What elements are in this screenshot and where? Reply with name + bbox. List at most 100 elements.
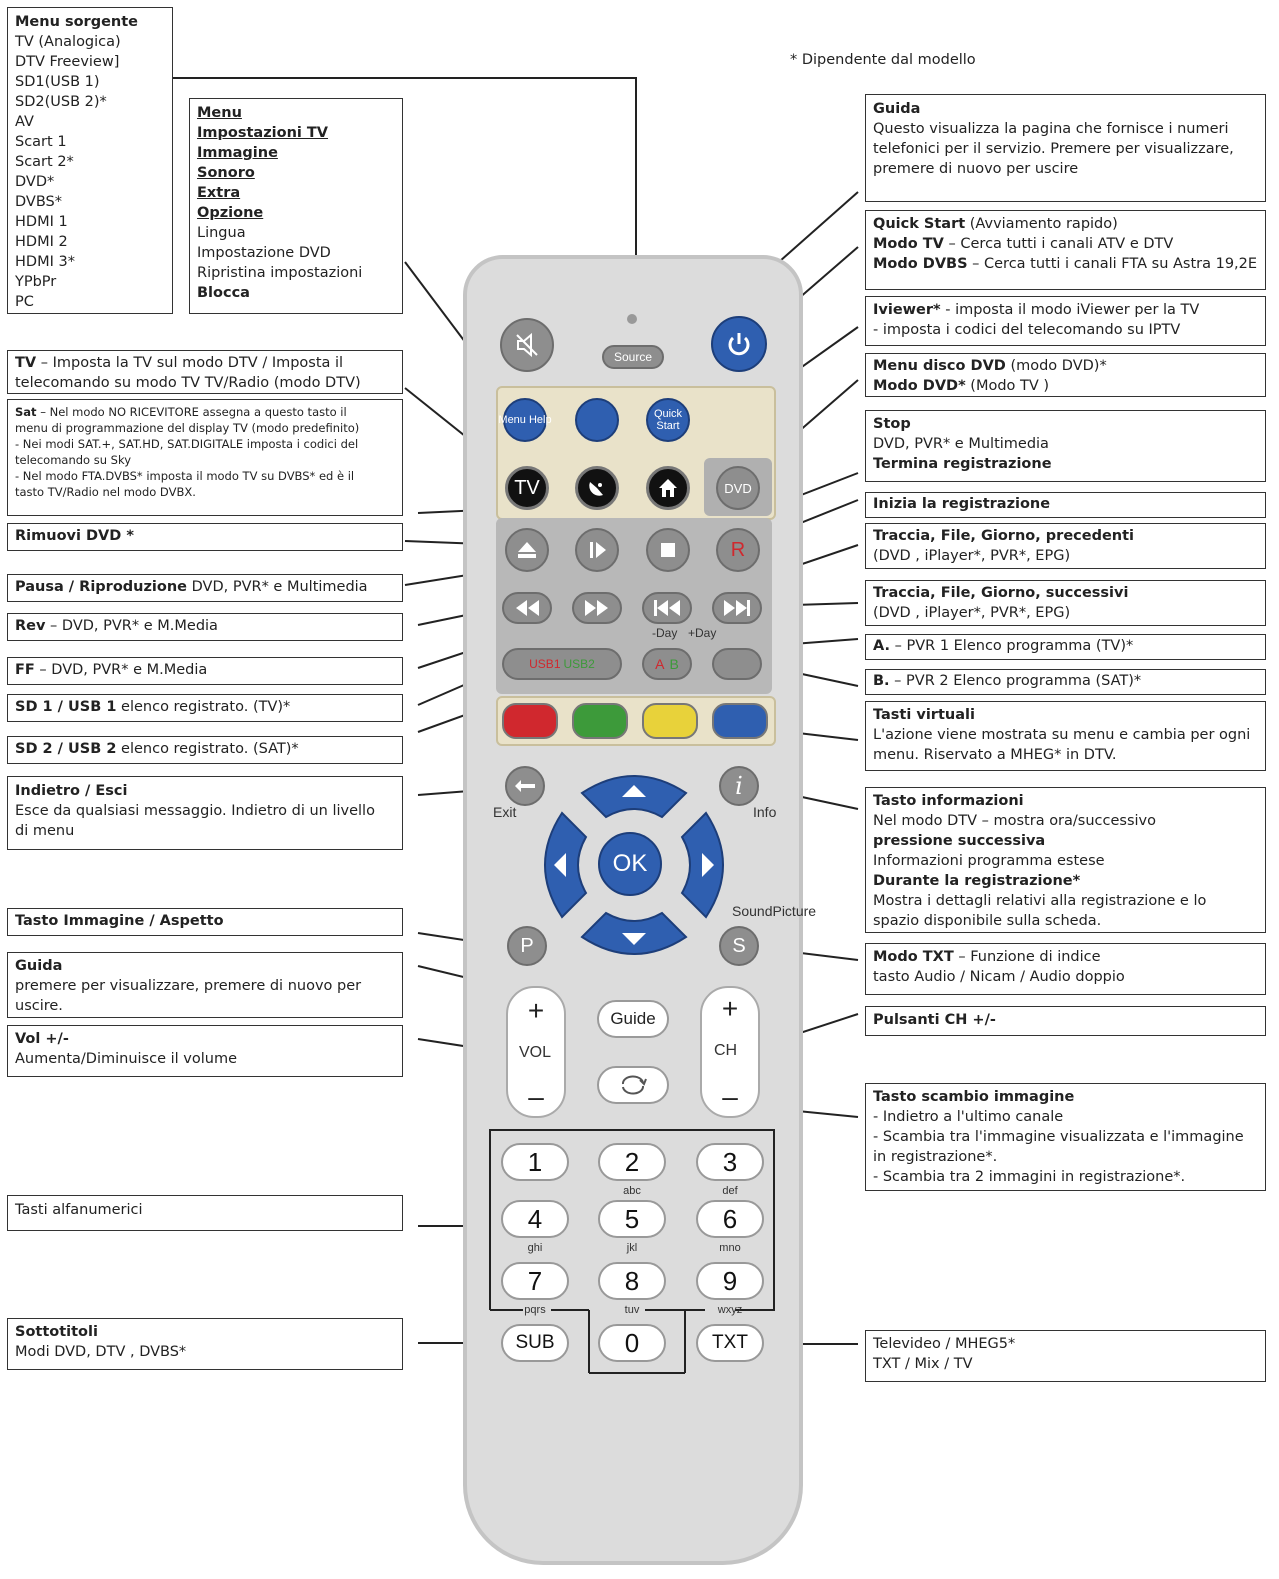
dvd-menu-title: Menu disco DVD: [873, 358, 1006, 374]
source-item: AV: [15, 114, 34, 130]
sat-text: tasto TV/Radio nel modo DVBX.: [15, 485, 196, 499]
guide-right-text: Questo visualizza la pagina che fornisce…: [873, 121, 1229, 137]
record-box: Inizia la registrazione: [865, 492, 1266, 518]
teletext-button[interactable]: TXT: [696, 1324, 764, 1362]
guide-right-text: telefonici per il servizio. Premere per …: [873, 141, 1234, 157]
swap-text: - Indietro a l'ultimo canale: [873, 1109, 1064, 1125]
swap-title: Tasto scambio immagine: [873, 1089, 1075, 1105]
key-5[interactable]: 5: [598, 1200, 666, 1238]
volume-down-button[interactable]: –: [528, 1081, 544, 1112]
source-item: DVD*: [15, 174, 55, 190]
source-item: PC: [15, 294, 34, 310]
rewind-button[interactable]: [502, 592, 552, 624]
menu-button[interactable]: Menu Help: [498, 398, 552, 442]
key-4-sublabel: ghi: [527, 1242, 543, 1254]
navigation-pad: [544, 775, 724, 955]
power-button[interactable]: [711, 316, 767, 372]
source-item: DTV Freeview]: [15, 54, 120, 70]
key-6[interactable]: 6: [696, 1200, 764, 1238]
iviewer-title: Iviewer*: [873, 302, 941, 318]
channel-up-button[interactable]: +: [721, 993, 739, 1024]
volume-rocker: [506, 986, 566, 1118]
key-3[interactable]: 3: [696, 1143, 764, 1181]
sat-text: – Nel modo NO RICEVITORE assegna a quest…: [36, 405, 347, 419]
key-2[interactable]: 2: [598, 1143, 666, 1181]
stop-text: DVD, PVR* e Multimedia: [873, 436, 1049, 452]
blank-button[interactable]: [712, 648, 762, 680]
key-9-sublabel: wxyz: [717, 1304, 743, 1316]
channel-down-button[interactable]: –: [722, 1081, 738, 1112]
vol-box: Vol +/- Aumenta/Diminuisce il volume: [7, 1025, 403, 1077]
menu-item: Sonoro: [197, 165, 255, 181]
dvd-button[interactable]: DVD: [716, 466, 760, 510]
stop-button[interactable]: [646, 528, 690, 572]
up-icon: [622, 785, 646, 797]
mute-button[interactable]: [500, 318, 554, 372]
swap-button[interactable]: [597, 1066, 669, 1104]
prev-box: Traccia, File, Giorno, precedenti (DVD ,…: [865, 523, 1266, 569]
yellow-button[interactable]: [642, 703, 698, 739]
source-item: DVBS*: [15, 194, 62, 210]
green-button[interactable]: [572, 703, 628, 739]
eject-title: Rimuovi DVD *: [15, 528, 134, 544]
info-button[interactable]: i: [719, 766, 759, 806]
key-6-sublabel: mno: [719, 1242, 741, 1254]
virtual-text: menu. Riservato a MHEG* in DTV.: [873, 747, 1117, 763]
key-9[interactable]: 9: [696, 1262, 764, 1300]
next-button[interactable]: [712, 592, 762, 624]
pause-title: Pausa / Riproduzione: [15, 579, 188, 595]
key-0[interactable]: 0: [598, 1324, 666, 1362]
help-button[interactable]: [575, 398, 619, 442]
key-1[interactable]: 1: [501, 1143, 569, 1181]
teletext-text: TXT / Mix / TV: [873, 1356, 973, 1372]
alnum-title: Tasti alfanumerici: [15, 1202, 143, 1218]
source-button[interactable]: Source: [602, 345, 664, 369]
iviewer-button[interactable]: [646, 466, 690, 510]
source-item: HDMI 3*: [15, 254, 75, 270]
a-b-button[interactable]: A B: [642, 648, 692, 680]
menu-item: Opzione: [197, 205, 264, 221]
info-text: Nel modo DTV – mostra ora/successivo: [873, 813, 1156, 829]
picture-button[interactable]: P: [507, 926, 547, 966]
previous-button[interactable]: [642, 592, 692, 624]
key-4[interactable]: 4: [501, 1200, 569, 1238]
guide-right-box: Guida Questo visualizza la pagina che fo…: [865, 94, 1266, 202]
volume-up-button[interactable]: +: [527, 995, 545, 1026]
subtitle-button[interactable]: SUB: [501, 1324, 569, 1362]
guide-button[interactable]: Guide: [597, 1000, 669, 1038]
quick-start-label: Quick Start: [653, 408, 683, 432]
sat-text: - Nei modi SAT.+, SAT.HD, SAT.DIGITALE i…: [15, 437, 359, 451]
record-button[interactable]: R: [716, 528, 760, 572]
quickstart-mode-tv: Modo TV: [873, 236, 944, 252]
teletext-text: Televideo / MHEG5*: [873, 1336, 1016, 1352]
ok-button[interactable]: OK: [598, 832, 662, 896]
key-8[interactable]: 8: [598, 1262, 666, 1300]
fast-forward-button[interactable]: [572, 592, 622, 624]
source-item: HDMI 2: [15, 234, 68, 250]
quick-start-button[interactable]: Quick Start: [646, 398, 690, 442]
b-text: – PVR 2 Elenco programma (SAT)*: [889, 673, 1142, 689]
vol-text: Aumenta/Diminuisce il volume: [15, 1051, 237, 1067]
usb1-usb2-button[interactable]: USB1 USB2: [502, 648, 622, 680]
blue-button[interactable]: [712, 703, 768, 739]
sound-button[interactable]: S: [719, 926, 759, 966]
menu-item: Immagine: [197, 145, 278, 161]
menu-item: Ripristina impostazioni: [197, 265, 363, 281]
a-box: A. – PVR 1 Elenco programma (TV)*: [865, 634, 1266, 660]
stop-box: Stop DVD, PVR* e Multimedia Termina regi…: [865, 410, 1266, 482]
key-7[interactable]: 7: [501, 1262, 569, 1300]
tv-button[interactable]: TV: [505, 466, 549, 510]
record-title: Inizia la registrazione: [873, 496, 1051, 512]
menu-item: Impostazione DVD: [197, 245, 331, 261]
source-menu-box: Menu sorgente TV (Analogica) DTV Freevie…: [7, 7, 173, 314]
eject-button[interactable]: [505, 528, 549, 572]
red-button[interactable]: [502, 703, 558, 739]
sd2-title: SD 2 / USB 2: [15, 741, 117, 757]
key-7-sublabel: pqrs: [524, 1304, 546, 1316]
dvd-menu-box: Menu disco DVD (modo DVD)* Modo DVD* (Mo…: [865, 353, 1266, 397]
exit-button[interactable]: [505, 766, 545, 806]
sat-text: menu di programmazione del display TV (m…: [15, 421, 360, 435]
play-pause-button[interactable]: [575, 528, 619, 572]
sat-button[interactable]: [575, 466, 619, 510]
ff-text: – DVD, PVR* e M.Media: [34, 662, 208, 678]
